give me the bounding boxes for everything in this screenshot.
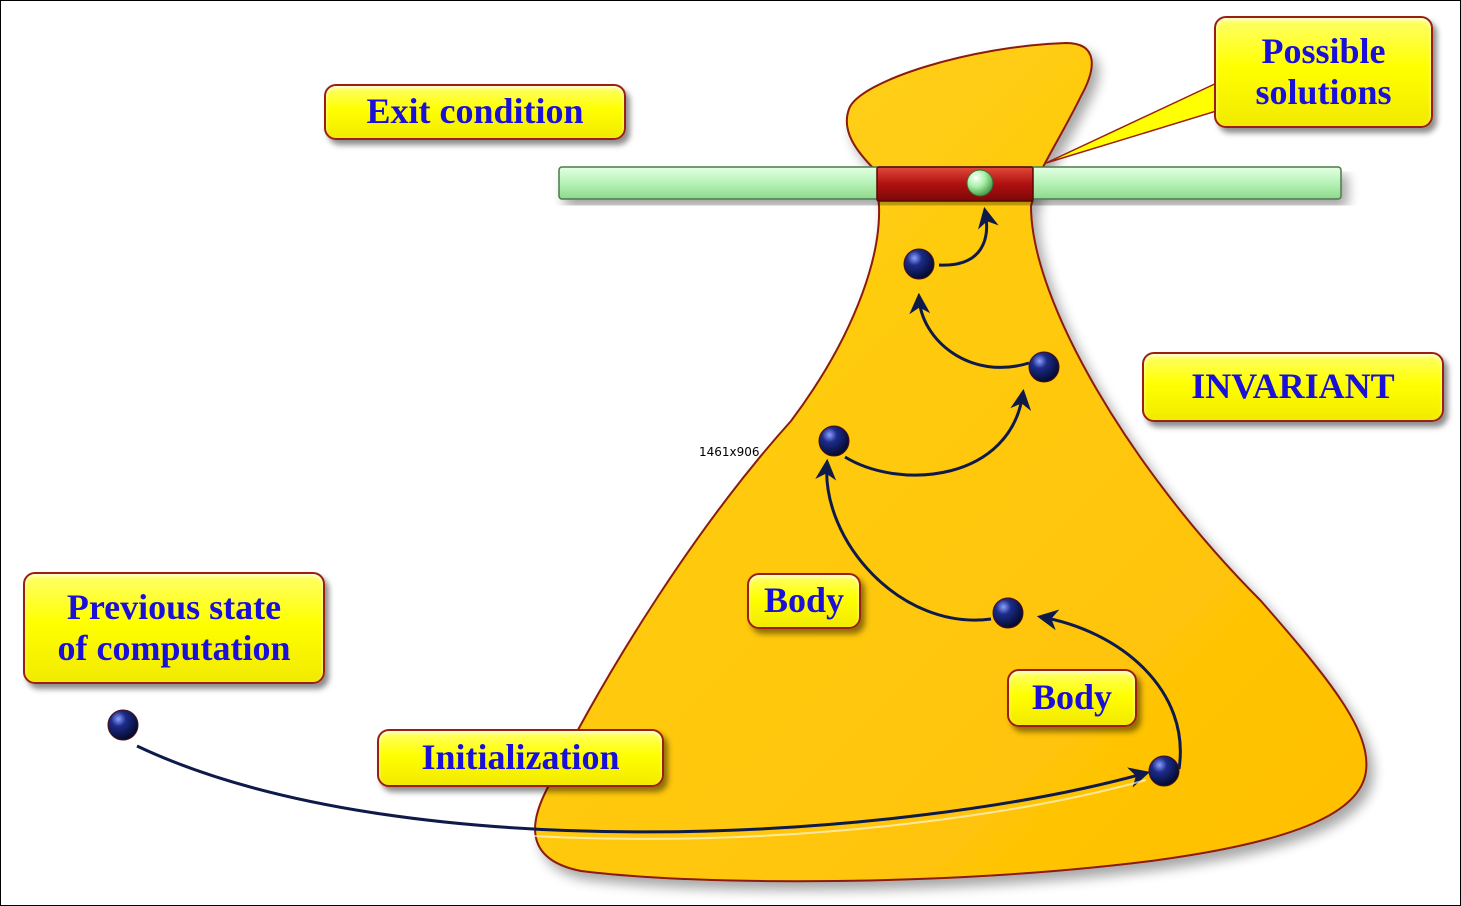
solutions-segment [876, 166, 1034, 202]
body-arrow-5 [938, 206, 999, 267]
previous-state-line2: of computation [57, 628, 291, 668]
size-note: 1461x906 [699, 445, 760, 459]
body-label-upper: Body [747, 573, 861, 629]
previous-state-label: Previous state of computation [23, 572, 325, 684]
state-ball-3 [818, 425, 850, 457]
invariant-region [534, 41, 1368, 883]
previous-state-line1: Previous state [66, 586, 282, 627]
body-lower-text: Body [1031, 677, 1113, 718]
body-arrow-3 [844, 388, 1032, 477]
invariant-text: INVARIANT [1191, 366, 1395, 407]
exit-condition-text: Exit condition [366, 91, 584, 132]
initialization-arrow [136, 744, 1151, 834]
invariant-label: INVARIANT [1142, 352, 1444, 422]
body-arrow-4 [909, 292, 1030, 369]
state-ball-1 [1148, 755, 1180, 787]
exit-condition-label: Exit condition [324, 84, 626, 140]
body-upper-text: Body [763, 580, 845, 621]
state-ball-4 [1028, 351, 1060, 383]
possible-solutions-line1: Possible [1261, 30, 1386, 71]
final-state-ball [966, 169, 994, 197]
possible-solutions-line2: solutions [1255, 72, 1392, 112]
initialization-text: Initialization [421, 737, 620, 778]
state-ball-2 [992, 597, 1024, 629]
initialization-arrow-highlight [136, 752, 1147, 840]
state-ball-5 [903, 248, 935, 280]
possible-solutions-label: Possible solutions [1214, 16, 1433, 128]
body-label-lower: Body [1007, 669, 1137, 727]
body-arrow-2 [815, 458, 992, 622]
body-arrow-1 [1036, 609, 1182, 770]
initialization-label: Initialization [377, 729, 664, 787]
previous-state-ball [107, 709, 139, 741]
